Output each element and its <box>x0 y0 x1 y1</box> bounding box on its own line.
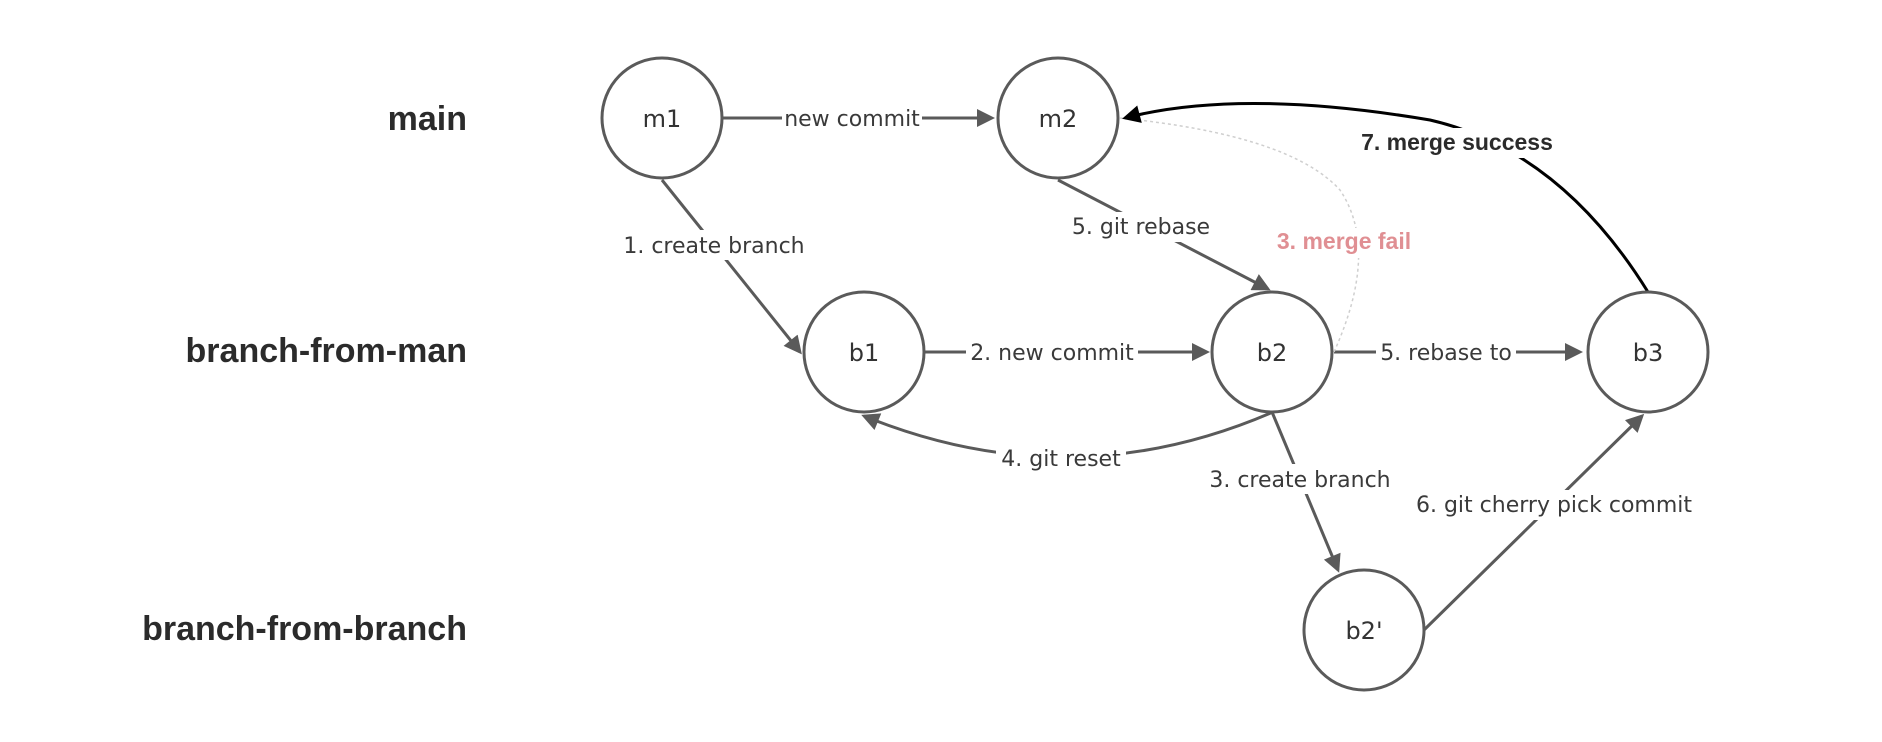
edge-label-git-reset-4: 4. git reset <box>1001 447 1121 472</box>
edge-label-new-commit: new commit <box>784 107 920 132</box>
edge-label-new-commit-2: 2. new commit <box>970 341 1134 366</box>
lane-label-branch-from-main: branch-from-man <box>186 332 467 370</box>
edge-label-merge-success-7: 7. merge success <box>1361 129 1553 155</box>
edge-label-rebase-to-5: 5. rebase to <box>1380 341 1512 366</box>
edge-b3-to-m2-merge-success <box>1122 102 1650 293</box>
node-label-b2-prime: b2' <box>1345 617 1382 645</box>
node-label-b1: b1 <box>849 339 880 367</box>
node-label-b3: b3 <box>1633 339 1664 367</box>
node-b2-prime: b2' <box>1302 568 1426 692</box>
lane-label-branch-from-branch: branch-from-branch <box>142 610 467 648</box>
node-label-m1: m1 <box>643 105 682 133</box>
node-b2: b2 <box>1210 290 1334 414</box>
edge-label-create-branch-3: 3. create branch <box>1209 468 1390 493</box>
node-b1: b1 <box>802 290 926 414</box>
edge-label-cherry-pick-6: 6. git cherry pick commit <box>1416 493 1692 518</box>
node-m1: m1 <box>600 56 724 180</box>
node-label-m2: m2 <box>1039 105 1078 133</box>
edge-label-git-rebase-5: 5. git rebase <box>1072 215 1210 240</box>
node-m2: m2 <box>996 56 1120 180</box>
node-label-b2: b2 <box>1257 339 1288 367</box>
edge-b2prime-to-b3 <box>1422 413 1645 632</box>
edge-label-create-branch-1: 1. create branch <box>623 234 804 259</box>
node-b3: b3 <box>1586 290 1710 414</box>
edge-b2-to-m2-merge-fail <box>1119 117 1360 353</box>
edge-m1-to-b1 <box>660 179 802 355</box>
edge-label-merge-fail-3: 3. merge fail <box>1277 228 1411 254</box>
lane-label-main: main <box>388 100 467 138</box>
